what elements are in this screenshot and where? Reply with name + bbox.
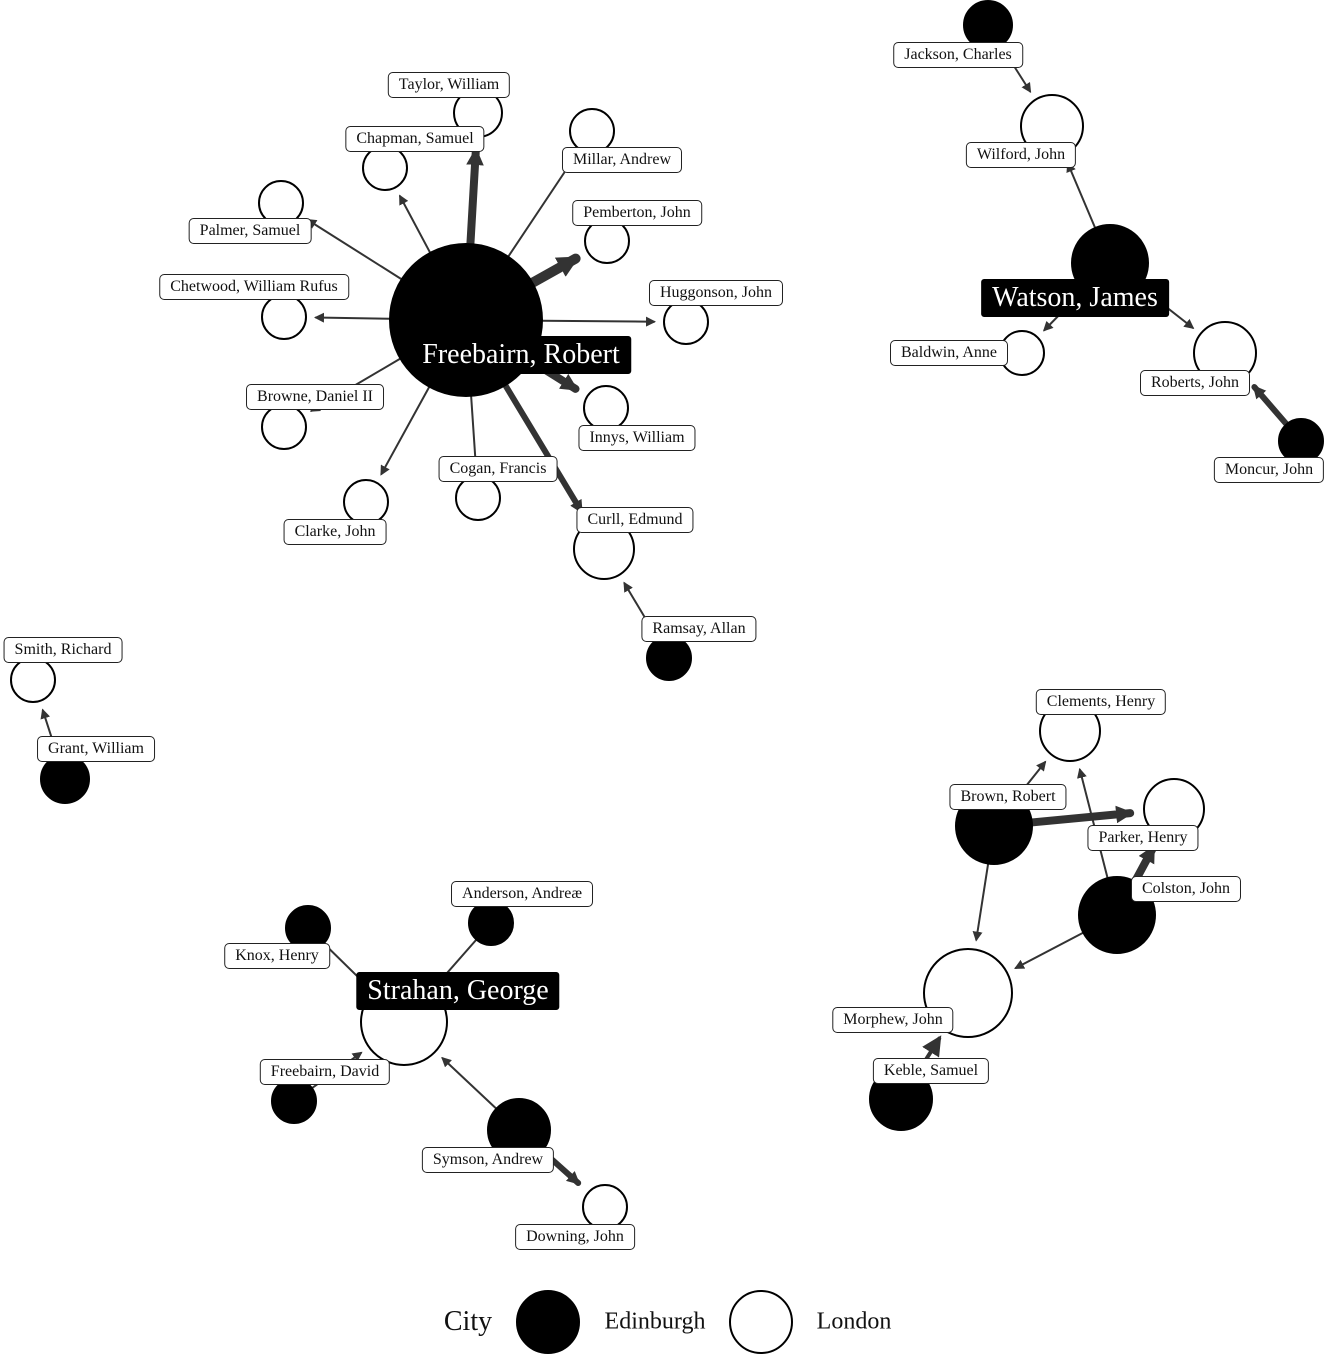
node-label-browne: Browne, Daniel II	[246, 384, 384, 410]
node-label-clements: Clements, Henry	[1035, 689, 1167, 715]
edge-freebairn_robert-to-clarke	[380, 385, 431, 476]
edge-moncur-to-roberts	[1251, 384, 1290, 428]
node-anderson[interactable]	[468, 900, 514, 946]
node-label-huggonson: Huggonson, John	[648, 280, 784, 306]
node-label-freebairn_david: Freebairn, David	[259, 1059, 391, 1085]
node-label-brown: Brown, Robert	[949, 784, 1067, 810]
legend-title: City	[443, 1306, 493, 1337]
node-label-morphew: Morphew, John	[832, 1007, 954, 1033]
node-label-watson: Watson, James	[981, 279, 1169, 317]
node-cogan[interactable]	[455, 475, 501, 521]
node-label-cogan: Cogan, Francis	[438, 456, 558, 482]
node-label-pemberton: Pemberton, John	[572, 200, 702, 226]
edges-layer	[40, 44, 1290, 1186]
node-label-chetwood: Chetwood, William Rufus	[159, 274, 349, 300]
node-label-strahan: Strahan, George	[356, 972, 560, 1010]
node-innys[interactable]	[583, 385, 629, 431]
node-smith[interactable]	[10, 657, 56, 703]
node-label-symson: Symson, Andrew	[421, 1147, 555, 1173]
node-label-colston: Colston, John	[1130, 876, 1242, 902]
node-label-moncur: Moncur, John	[1213, 457, 1325, 483]
edge-freebairn_robert-to-chetwood	[313, 312, 392, 323]
edge-freebairn_robert-to-millar	[507, 155, 576, 258]
node-downing[interactable]	[582, 1184, 628, 1230]
node-label-taylor: Taylor, William	[387, 72, 511, 98]
node-label-smith: Smith, Richard	[3, 637, 123, 663]
node-label-ramsay: Ramsay, Allan	[641, 616, 757, 642]
node-label-grant: Grant, William	[37, 736, 155, 762]
edge-freebairn_robert-to-curll	[502, 382, 585, 515]
node-label-curll: Curll, Edmund	[576, 507, 694, 533]
node-label-jackson: Jackson, Charles	[893, 42, 1023, 68]
node-freebairn_david[interactable]	[271, 1078, 317, 1124]
node-label-baldwin: Baldwin, Anne	[890, 340, 1008, 366]
edge-symson-to-strahan	[441, 1056, 498, 1110]
node-label-wilford: Wilford, John	[965, 142, 1077, 168]
legend-label-edinburgh: Edinburgh	[604, 1308, 706, 1335]
edge-brown-to-parker	[1027, 805, 1135, 827]
node-label-parker: Parker, Henry	[1087, 825, 1199, 851]
legend-swatch-edinburgh	[516, 1290, 580, 1354]
legend-swatch-london	[729, 1290, 793, 1354]
edge-freebairn_robert-to-cogan	[470, 394, 481, 469]
node-label-palmer: Palmer, Samuel	[188, 218, 312, 244]
edge-colston-to-clements	[1077, 767, 1109, 880]
node-huggonson[interactable]	[663, 299, 709, 345]
node-chetwood[interactable]	[261, 294, 307, 340]
node-label-keble: Keble, Samuel	[872, 1058, 990, 1084]
edge-freebairn_robert-to-chapman	[399, 194, 432, 254]
edge-freebairn_robert-to-palmer	[306, 219, 403, 281]
edge-freebairn_robert-to-pemberton	[527, 253, 581, 288]
legend-label-london: London	[816, 1308, 892, 1335]
edge-colston-to-morphew	[1014, 931, 1085, 969]
node-label-freebairn_robert: Freebairn, Robert	[411, 336, 631, 374]
node-label-downing: Downing, John	[515, 1224, 635, 1250]
node-browne[interactable]	[261, 404, 307, 450]
node-grant[interactable]	[40, 754, 90, 804]
node-label-roberts: Roberts, John	[1140, 370, 1250, 396]
node-label-clarke: Clarke, John	[283, 519, 387, 545]
edge-freebairn_robert-to-huggonson	[540, 316, 657, 327]
node-clarke[interactable]	[343, 479, 389, 525]
node-label-knox: Knox, Henry	[224, 943, 330, 969]
edge-brown-to-morphew	[972, 862, 990, 942]
node-label-innys: Innys, William	[578, 425, 696, 451]
edge-freebairn_robert-to-taylor	[466, 146, 484, 249]
node-label-millar: Millar, Andrew	[561, 147, 683, 173]
node-label-anderson: Anderson, Andreæ	[451, 881, 593, 907]
edge-watson-to-wilford	[1066, 161, 1097, 230]
edge-colston-to-parker	[1130, 843, 1158, 886]
node-label-chapman: Chapman, Samuel	[345, 126, 485, 152]
node-chapman[interactable]	[362, 145, 408, 191]
node-ramsay[interactable]	[646, 635, 692, 681]
